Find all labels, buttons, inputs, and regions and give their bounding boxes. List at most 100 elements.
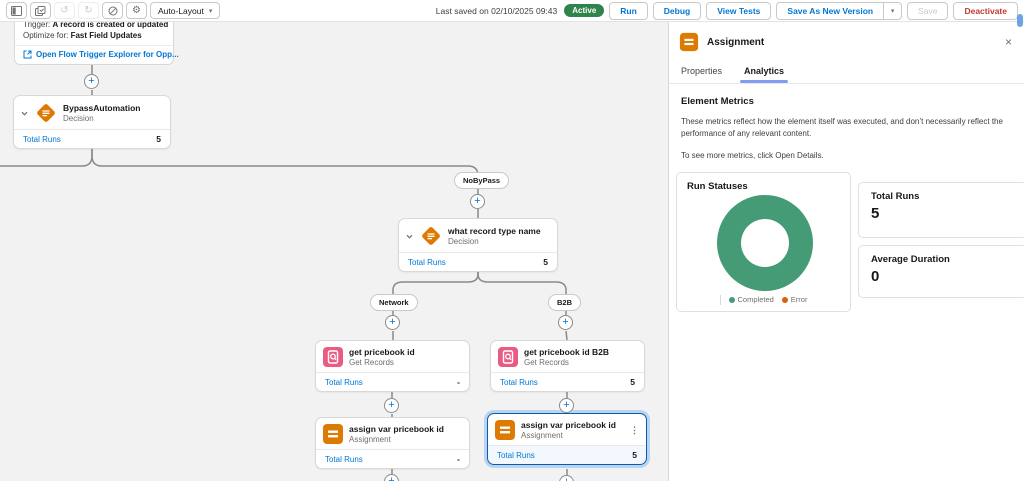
trigger-line: Trigger: A record is created or updated bbox=[23, 22, 169, 29]
tab-properties[interactable]: Properties bbox=[681, 66, 723, 76]
divider bbox=[15, 45, 173, 46]
total-runs-link[interactable]: Total Runs bbox=[325, 454, 363, 464]
add-element-button[interactable]: + bbox=[559, 398, 574, 413]
close-icon[interactable]: × bbox=[1004, 35, 1012, 49]
completed-dot-icon bbox=[728, 296, 735, 303]
node-title: get pricebook id B2B bbox=[524, 347, 610, 357]
flow-node-bypassautomation[interactable]: BypassAutomation Decision Total Runs 5 bbox=[13, 95, 171, 149]
average-duration-value: 0 bbox=[871, 267, 880, 285]
view-tests-button[interactable]: View Tests bbox=[706, 1, 772, 20]
add-element-button[interactable]: + bbox=[84, 74, 99, 89]
last-saved-text: Last saved on 02/10/2025 09:43 bbox=[435, 5, 558, 16]
save-button[interactable]: Save bbox=[907, 1, 949, 20]
add-element-button[interactable]: + bbox=[559, 475, 574, 481]
flow-node-assign-var-pricebook-id[interactable]: assign var pricebook id Assignment Total… bbox=[315, 417, 470, 469]
top-toolbar: ↺ ↻ ⚙ Auto-Layout ▾ Last saved on 02/10/… bbox=[0, 0, 1024, 22]
total-runs-link[interactable]: Total Runs bbox=[408, 257, 446, 267]
error-dot-icon bbox=[781, 296, 788, 303]
total-runs-link[interactable]: Total Runs bbox=[497, 450, 535, 460]
external-link-icon bbox=[23, 50, 32, 59]
total-runs-value: - bbox=[457, 377, 460, 387]
legend-item-error: Error bbox=[781, 295, 807, 304]
ban-icon bbox=[108, 6, 118, 16]
run-button[interactable]: Run bbox=[609, 1, 648, 20]
flow-node-what-record-type-name[interactable]: what record type name Decision Total Run… bbox=[398, 218, 558, 272]
save-as-new-version-button[interactable]: Save As New Version bbox=[776, 1, 885, 20]
total-runs-card: Total Runs 5 bbox=[858, 181, 1024, 238]
redo-button[interactable]: ↻ bbox=[78, 2, 99, 19]
chevron-down-icon: ▾ bbox=[208, 7, 213, 15]
add-element-button[interactable]: + bbox=[384, 474, 399, 481]
assignment-icon bbox=[322, 423, 344, 445]
layout-mode-dropdown[interactable]: Auto-Layout ▾ bbox=[150, 2, 221, 19]
total-runs-label: Total Runs bbox=[871, 190, 920, 202]
assignment-icon bbox=[494, 419, 516, 441]
node-type: Decision bbox=[63, 114, 94, 123]
copy-elements-icon bbox=[35, 5, 46, 16]
disable-elements-button[interactable] bbox=[102, 2, 123, 19]
branch-label-nobypass: NoByPass bbox=[454, 172, 510, 189]
decision-icon bbox=[34, 101, 58, 125]
trigger-node[interactable]: Trigger: A record is created or updated … bbox=[14, 22, 179, 65]
layout-mode-label: Auto-Layout bbox=[158, 5, 204, 16]
legend-item-completed: Completed bbox=[728, 295, 774, 304]
add-element-button[interactable]: + bbox=[470, 194, 485, 209]
chevron-down-icon: ▾ bbox=[890, 7, 895, 15]
add-element-button[interactable]: + bbox=[384, 398, 399, 413]
assignment-icon bbox=[679, 32, 699, 52]
scrollbar-thumb[interactable] bbox=[1017, 14, 1023, 27]
node-title: what record type name bbox=[448, 226, 541, 236]
flow-canvas[interactable]: Trigger: A record is created or updated … bbox=[0, 22, 668, 481]
average-duration-label: Average Duration bbox=[871, 253, 950, 265]
panel-tabs: Properties Analytics bbox=[669, 60, 1024, 84]
total-runs-value: 5 bbox=[630, 377, 635, 387]
node-title: assign var pricebook id bbox=[349, 424, 444, 434]
node-type: Get Records bbox=[349, 358, 394, 367]
node-title: assign var pricebook id bbox=[521, 420, 616, 430]
get-records-icon bbox=[322, 346, 344, 368]
add-element-button[interactable]: + bbox=[558, 315, 573, 330]
branch-label-network: Network bbox=[370, 294, 418, 311]
panel-toggle-button[interactable] bbox=[6, 2, 27, 19]
chart-legend: Completed Error bbox=[677, 294, 850, 305]
undo-icon: ↺ bbox=[60, 5, 69, 16]
debug-button[interactable]: Debug bbox=[652, 1, 702, 20]
more-metrics-text: To see more metrics, click Open Details. bbox=[681, 150, 824, 160]
flow-node-get-pricebook-id-b2b[interactable]: get pricebook id B2B Get Records Total R… bbox=[490, 340, 645, 392]
total-runs-value: - bbox=[457, 454, 460, 464]
copy-elements-button[interactable] bbox=[30, 2, 51, 19]
run-statuses-card: Run Statuses Completed Error bbox=[676, 171, 851, 312]
average-duration-card: Average Duration 0 bbox=[858, 244, 1024, 298]
total-runs-value: 5 bbox=[632, 450, 637, 460]
node-title: BypassAutomation bbox=[63, 103, 141, 113]
redo-icon: ↻ bbox=[84, 5, 93, 16]
total-runs-link[interactable]: Total Runs bbox=[500, 377, 538, 387]
collapse-chevron-icon[interactable] bbox=[405, 232, 414, 241]
status-badge: Active bbox=[564, 4, 605, 17]
branch-label-b2b: B2B bbox=[548, 294, 582, 311]
node-type: Assignment bbox=[521, 431, 563, 440]
optimize-line: Optimize for: Fast Field Updates bbox=[23, 31, 142, 40]
total-runs-link[interactable]: Total Runs bbox=[23, 134, 61, 144]
total-runs-link[interactable]: Total Runs bbox=[325, 377, 363, 387]
node-menu-icon[interactable]: ⋮ bbox=[630, 424, 639, 435]
undo-button[interactable]: ↺ bbox=[54, 2, 75, 19]
decision-icon bbox=[419, 224, 443, 248]
tab-analytics[interactable]: Analytics bbox=[740, 66, 789, 83]
total-runs-value: 5 bbox=[543, 257, 548, 267]
total-runs-value: 5 bbox=[871, 204, 880, 222]
flow-trigger-explorer-link[interactable]: Open Flow Trigger Explorer for Opp... bbox=[23, 50, 179, 59]
deactivate-button[interactable]: Deactivate bbox=[953, 1, 1018, 20]
add-element-button[interactable]: + bbox=[385, 315, 400, 330]
settings-button[interactable]: ⚙ bbox=[126, 2, 147, 19]
flow-node-get-pricebook-id[interactable]: get pricebook id Get Records Total Runs … bbox=[315, 340, 470, 392]
gear-icon: ⚙ bbox=[132, 5, 141, 16]
total-runs-value: 5 bbox=[156, 134, 161, 144]
panel-toggle-icon bbox=[11, 5, 22, 16]
run-statuses-donut-chart bbox=[717, 194, 813, 291]
divider bbox=[719, 294, 721, 305]
collapse-chevron-icon[interactable] bbox=[20, 109, 29, 118]
flow-node-assign-var-pricebook-id-selected[interactable]: assign var pricebook id Assignment ⋮ Tot… bbox=[487, 413, 647, 465]
save-options-caret-button[interactable]: ▾ bbox=[884, 1, 903, 20]
node-type: Assignment bbox=[349, 435, 391, 444]
